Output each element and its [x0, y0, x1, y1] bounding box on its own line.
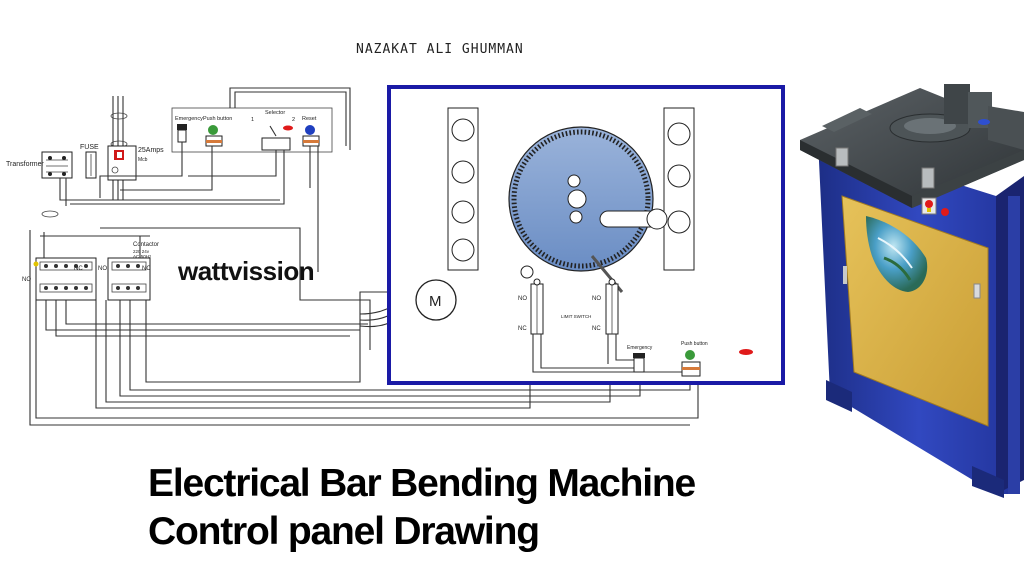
bending-disc — [508, 126, 668, 293]
limit-switch-right: NO NC — [592, 278, 619, 335]
left-roller-rail — [447, 107, 479, 271]
brand-watermark: wattvission — [178, 256, 315, 286]
selector-switch: Selector 1 2 — [251, 110, 295, 151]
motor: M — [415, 279, 457, 321]
mcb-sub-label: Mcb — [138, 157, 148, 163]
limit-right-no-label: NO — [592, 296, 601, 302]
transformer-label: Transformer — [6, 161, 45, 168]
contactor-spec-1: 220 24v — [133, 249, 150, 254]
emergency-label-panel: Emergency — [627, 345, 653, 351]
title-line-1: Electrical Bar Bending Machine — [148, 462, 696, 505]
push-button-panel: Push button — [681, 341, 708, 377]
selector-label: Selector — [265, 110, 285, 116]
junction-ring — [41, 210, 59, 218]
right-roller-rail — [663, 107, 695, 271]
emergency-stop-top: Emergency — [175, 116, 203, 143]
contactor-2-nc-label: NC — [142, 266, 151, 272]
limit-left-no-label: NO — [518, 296, 527, 302]
fuse: FUSE — [80, 144, 99, 179]
selector-indicator — [283, 125, 293, 131]
selector-pos-1: 1 — [251, 117, 254, 123]
transformer: Transformer — [6, 151, 73, 179]
emergency-stop-panel: Emergency — [627, 345, 653, 373]
emergency-label-top: Emergency — [175, 116, 203, 122]
push-button-label-panel: Push button — [681, 341, 708, 347]
selector-pos-2: 2 — [292, 117, 295, 123]
contactor-2: Contactor 220 24v AC-50Hz NO NC — [98, 242, 159, 301]
limit-left-nc-label: NC — [518, 326, 527, 332]
mcb-label: 25Amps — [138, 147, 164, 154]
contactor-label: Contactor — [133, 242, 159, 248]
author-name: NAZAKAT ALI GHUMMAN — [356, 42, 524, 57]
contactor-1: NO NC — [22, 257, 97, 301]
limit-switch-label: LIMIT SWITCH — [561, 314, 591, 319]
contactor-spec-2: AC-50Hz — [133, 254, 152, 259]
panel-indicator-light — [739, 349, 753, 355]
contactor-1-nc-label: NC — [74, 266, 83, 272]
fuse-label: FUSE — [80, 144, 99, 151]
contactor-2-no-label: NO — [98, 266, 107, 272]
title-line-2: Control panel Drawing — [148, 510, 540, 553]
motor-label: M — [429, 293, 442, 310]
control-switch-frame — [171, 107, 333, 153]
mcb-breaker: 25Amps Mcb — [107, 145, 164, 181]
push-button-top: Push button — [203, 116, 232, 147]
reset-label: Reset — [302, 116, 317, 122]
limit-switch-left: NO NC — [518, 278, 544, 335]
reset-button: Reset — [302, 116, 320, 147]
contactor-1-no-label: NO — [22, 277, 31, 283]
limit-right-nc-label: NC — [592, 326, 601, 332]
bending-machine-illustration — [800, 84, 1024, 498]
push-button-label-top: Push button — [203, 116, 232, 122]
